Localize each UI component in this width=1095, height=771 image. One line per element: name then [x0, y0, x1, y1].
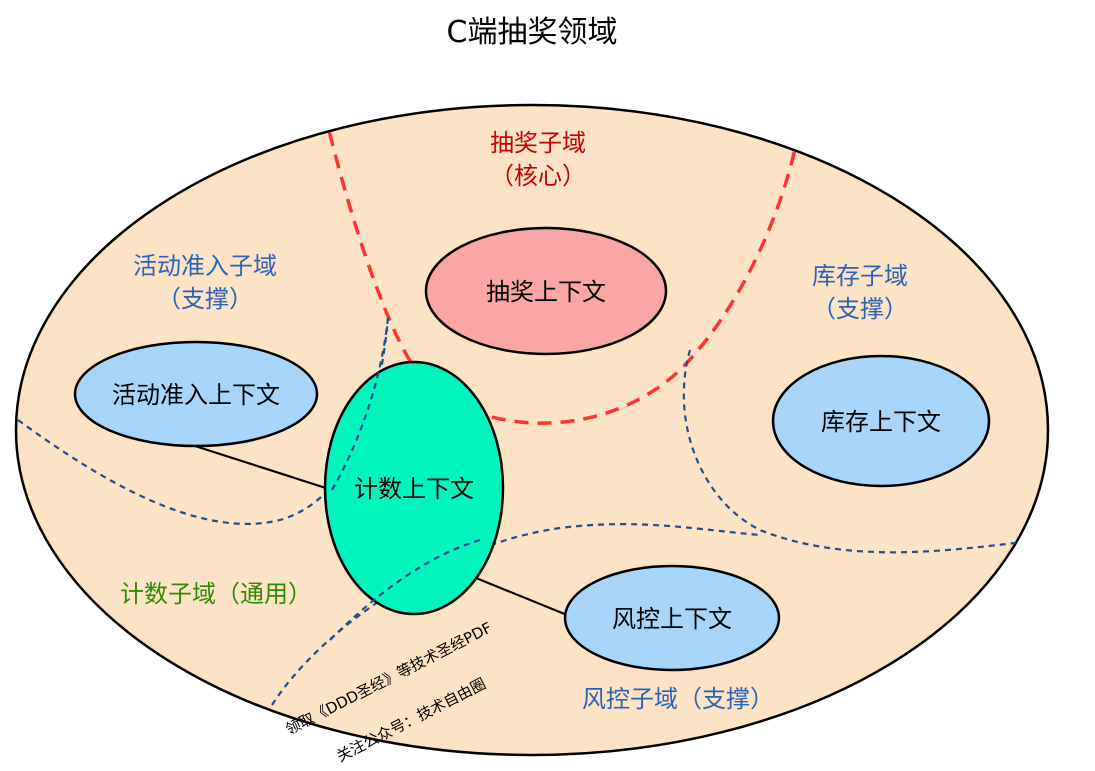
domain-boundary	[14, 103, 1050, 757]
risk-context-label: 风控上下文	[612, 605, 732, 633]
inventory-subdomain-type: （支撑）	[812, 295, 908, 323]
activity-subdomain-type: （支撑）	[157, 285, 253, 313]
inventory-context-shape	[771, 354, 991, 488]
lottery-subdomain-name: 抽奖子域	[490, 129, 586, 157]
inventory-subdomain-boundary	[682, 349, 1046, 554]
activity-boundary-overlay	[331, 317, 390, 491]
lottery-context-shape	[424, 226, 668, 356]
counting-context-shape	[323, 360, 505, 616]
inventory-context: 库存上下文	[771, 354, 991, 488]
counting-subdomain-label: 计数子域（通用）	[120, 580, 312, 608]
diagram-title: C端抽奖领域	[447, 15, 618, 50]
risk-boundary-overlay	[329, 538, 481, 641]
activity-context-label: 活动准入上下文	[112, 381, 280, 409]
activity-context-shape	[73, 340, 319, 448]
activity-context: 活动准入上下文	[73, 340, 319, 448]
counting-risk-connector	[475, 576, 573, 619]
lottery-subdomain-type: （核心）	[490, 162, 586, 190]
counting-context-label: 计数上下文	[354, 475, 474, 503]
lottery-context: 抽奖上下文	[424, 226, 668, 356]
risk-context: 风控上下文	[563, 564, 781, 672]
activity-counting-connector	[194, 444, 333, 492]
inventory-subdomain-name: 库存子域	[812, 262, 908, 290]
lottery-context-label: 抽奖上下文	[486, 278, 606, 306]
risk-context-shape	[563, 564, 781, 672]
activity-subdomain-name: 活动准入子域	[133, 252, 277, 280]
risk-subdomain-label: 风控子域（支撑）	[582, 685, 774, 713]
lottery-subdomain-boundary	[322, 109, 802, 425]
counting-context: 计数上下文	[323, 360, 505, 616]
inventory-context-label: 库存上下文	[821, 408, 941, 436]
